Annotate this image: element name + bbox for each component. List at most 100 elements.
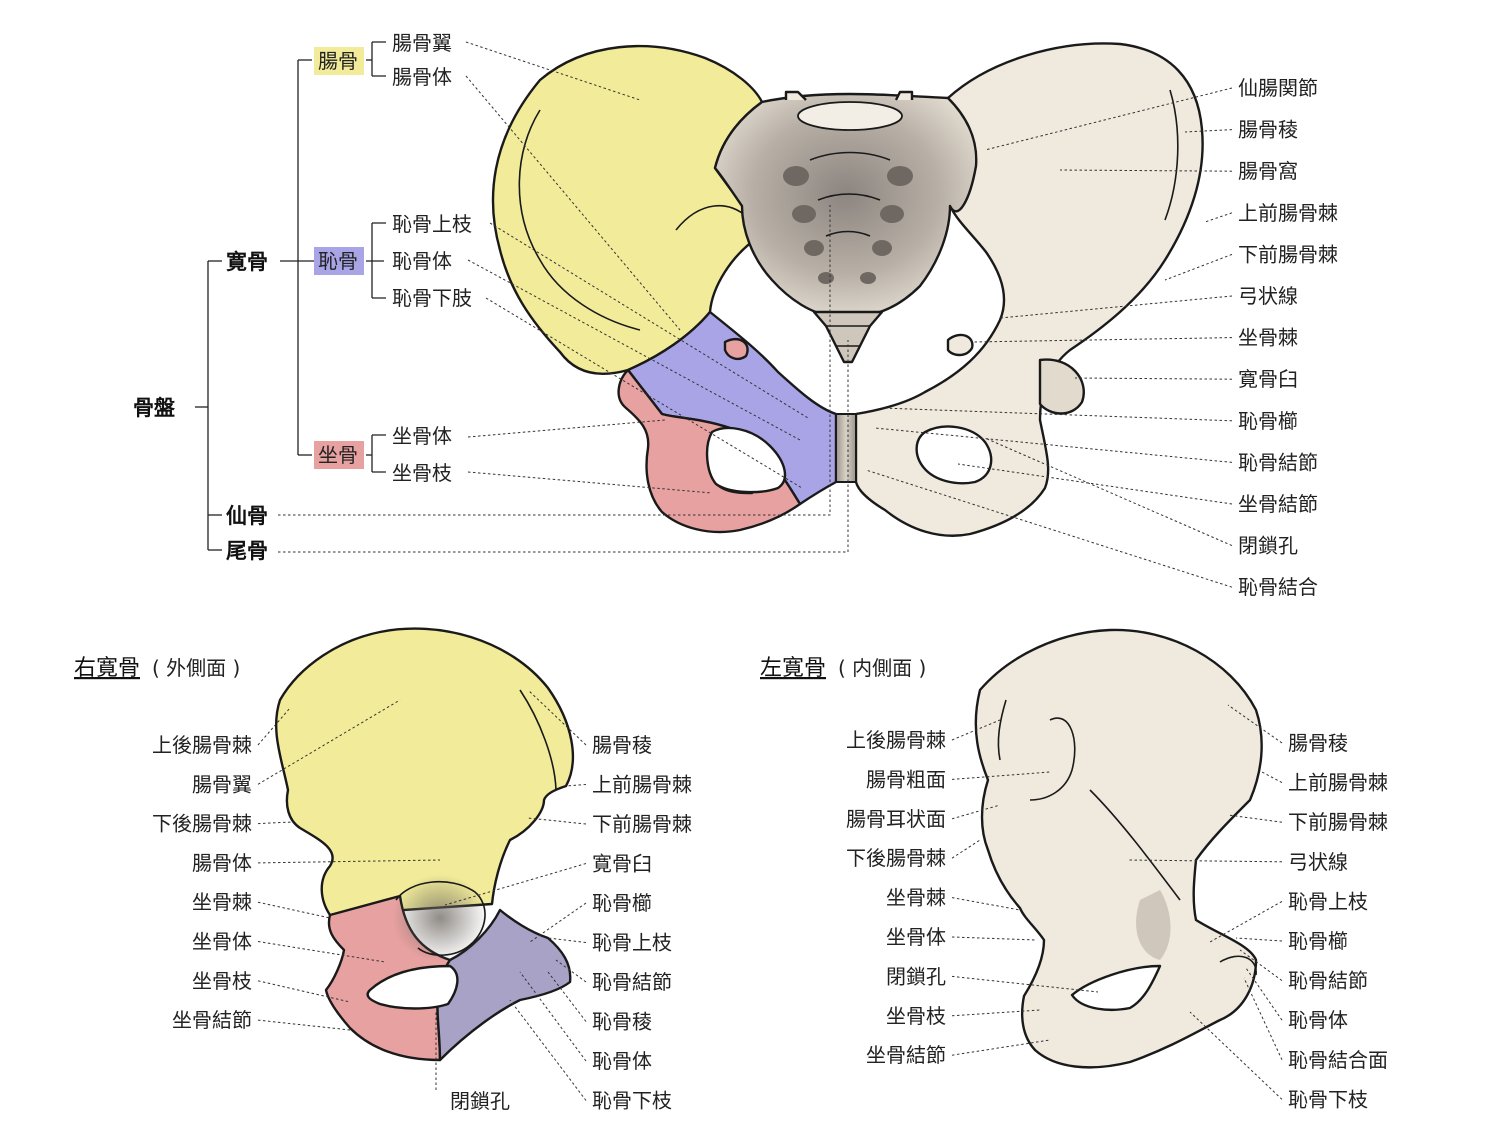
right-hip-right-label-0-leader	[527, 689, 587, 746]
auricular-line-1	[997, 699, 1007, 761]
left-hip-left-label-6: 閉鎖孔	[886, 964, 946, 988]
tree-pubis-label: 恥骨	[318, 249, 358, 273]
left-hip-left-label-4-leader	[951, 897, 1021, 911]
left-hip-left-label-0-leader	[951, 719, 1001, 741]
tree-ilium-part-1: 腸骨体	[392, 65, 452, 89]
right-hip-right-label-4-leader	[529, 902, 587, 943]
top-right-label-3: 上前腸骨棘	[1238, 201, 1338, 225]
arcuate-line	[1089, 789, 1181, 901]
tree-ilium-part-0: 腸骨翼	[392, 31, 452, 55]
top-right-label-10: 坐骨結節	[1238, 492, 1318, 516]
left-hip-right-label-3-leader	[1127, 859, 1283, 863]
right-hip-left-label-6: 坐骨枝	[192, 969, 252, 993]
top-right-label-12: 恥骨結合	[1238, 575, 1318, 599]
right-acetabulum-rim	[395, 880, 486, 956]
ilium-region	[491, 45, 764, 375]
right-hip-left-label-7-leader	[257, 1019, 351, 1031]
left-hip-subtitle: ( 内側面 )	[838, 656, 926, 680]
right-hip-right-label-3-leader	[444, 863, 587, 906]
right-hip-title: 右寛骨	[74, 656, 140, 681]
right-hip-left-label-3: 腸骨体	[192, 851, 252, 875]
acetabulum-left-top	[1038, 358, 1085, 415]
tree-root-label: 骨盤	[133, 396, 176, 420]
left-hip-right-label-0: 腸骨稜	[1288, 731, 1348, 755]
right-hip-right-label-3: 寛骨臼	[592, 852, 652, 876]
right-hip-right-label-5: 恥骨上枝	[592, 931, 672, 955]
right-hip-right-label-6-leader	[555, 959, 587, 983]
left-hip-right-label-8-leader	[1243, 977, 1283, 1061]
right-hip-right-label-0: 腸骨稜	[592, 733, 652, 757]
obturator-foramen-right	[705, 426, 787, 494]
top-right-label-8-leader	[881, 407, 1233, 422]
ilium-fossa-line	[518, 109, 641, 331]
right-hip-right-label-2: 下前腸骨棘	[592, 812, 692, 836]
right-crest-inner	[519, 689, 557, 791]
right-hip-left-label-4-leader	[257, 901, 331, 919]
left-hip-right-label-5: 恥骨櫛	[1288, 929, 1348, 953]
right-hip-left-label-2: 下後腸骨棘	[152, 812, 252, 836]
spine-bump	[723, 337, 749, 361]
tree-pubis-part-0: 恥骨上枝	[392, 212, 472, 236]
top-left-leaders	[278, 41, 849, 553]
left-hip-title: 左寛骨	[760, 656, 826, 681]
top-right-label-10-leader	[957, 463, 1233, 505]
left-hip-right-label-2: 下前腸骨棘	[1288, 810, 1388, 834]
sacral-ridge-2	[817, 193, 881, 201]
left-hip-right-label-6: 恥骨結節	[1288, 969, 1368, 993]
left-hip-bone-top	[854, 42, 1204, 537]
coccyx	[812, 310, 884, 364]
left-hip-bone-medial	[974, 628, 1263, 1069]
pelvis-front-view	[491, 42, 1204, 537]
right-hip-left-label-1: 腸骨翼	[192, 772, 252, 796]
top-right-label-4-leader	[1164, 253, 1233, 281]
left-hip-left-label-7: 坐骨枝	[886, 1004, 946, 1028]
left-hip-right-label-5-leader	[1235, 937, 1283, 942]
pubis-color-box	[314, 247, 364, 275]
right-hip-left-label-0: 上後腸骨棘	[152, 733, 252, 757]
left-hip-left-label-6-leader	[951, 975, 1099, 993]
right-hip-right-label-9-leader	[509, 999, 587, 1101]
left-hip-left-label-8-leader	[951, 1039, 1051, 1056]
right-hip-left-label-3-leader	[257, 859, 441, 864]
left-hip-right-label-1-leader	[1261, 771, 1283, 784]
sacral-ala-right	[894, 90, 914, 101]
auricular-surface	[1029, 717, 1076, 801]
left-hip-right-label-4-leader	[1209, 900, 1283, 943]
right-acetabulum-shade	[392, 874, 488, 962]
ilium-color-box	[314, 47, 364, 75]
right-obturator	[366, 964, 459, 1010]
left-medial-shadow	[1136, 890, 1171, 960]
classification-tree	[195, 41, 386, 551]
left-hip-right-label-7: 恥骨体	[1288, 1008, 1348, 1032]
obturator-foramen-left	[915, 425, 993, 485]
left-hip-left-label-2-leader	[951, 804, 1001, 820]
right-hip-labels: 上後腸骨棘腸骨翼下後腸骨棘腸骨体坐骨棘坐骨体坐骨枝坐骨結節腸骨稜上前腸骨棘下前腸…	[152, 689, 692, 1113]
top-right-label-0: 仙腸関節	[1238, 76, 1318, 100]
left-hip-right-label-3: 弓状線	[1288, 850, 1348, 874]
top-right-label-11: 閉鎖孔	[1238, 534, 1298, 558]
tree-pubis-part-2: 恥骨下肢	[392, 286, 472, 310]
top-right-label-1: 腸骨稜	[1238, 118, 1298, 142]
top-right-label-7: 寛骨臼	[1238, 367, 1298, 391]
top-right-label-6-leader	[971, 337, 1233, 343]
top-right-label-7-leader	[1074, 377, 1233, 380]
tree-coccyx-label: 尾骨	[226, 539, 268, 563]
tree-sacrum-label: 仙骨	[226, 504, 268, 528]
left-hip-right-label-2-leader	[1227, 814, 1283, 823]
left-hip-left-label-5-leader	[951, 936, 1037, 941]
top-right-label-0-leader	[984, 87, 1233, 151]
left-hip-right-label-1: 上前腸骨棘	[1288, 771, 1388, 795]
left-hip-right-label-9: 恥骨下枝	[1288, 1087, 1368, 1111]
left-hip-left-label-2: 腸骨耳状面	[846, 807, 946, 831]
left-hip-right-label-7-leader	[1245, 967, 1283, 1021]
right-hip-ilium	[274, 627, 575, 917]
right-hip-left-label-4: 坐骨棘	[192, 890, 252, 914]
right-hip-subtitle: ( 外側面 )	[152, 656, 240, 680]
tree-pubis-part-1: 恥骨体	[392, 249, 452, 273]
right-hip-right-label-6: 恥骨結節	[592, 970, 672, 994]
right-hip-right-label-4: 恥骨櫛	[592, 891, 652, 915]
left-hip-right-label-9-leader	[1189, 1011, 1283, 1100]
right-hip-left-label-7: 坐骨結節	[172, 1008, 252, 1032]
left-hip-left-label-3: 下後腸骨棘	[846, 846, 946, 870]
right-hip-right-label-8-leader	[519, 971, 587, 1062]
